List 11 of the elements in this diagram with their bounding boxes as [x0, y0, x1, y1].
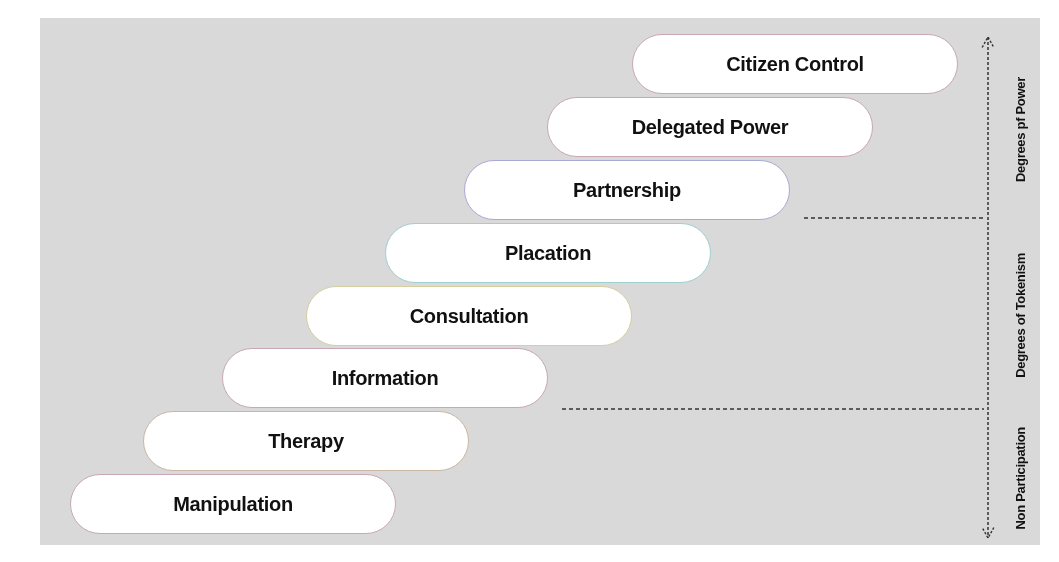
rung-label: Partnership — [573, 178, 681, 202]
rung-label: Delegated Power — [631, 115, 789, 139]
rung-label: Information — [331, 366, 439, 390]
rung-label: Therapy — [268, 429, 344, 453]
level-label: Degrees of Tokenism — [1012, 252, 1028, 378]
rung-label: Manipulation — [173, 492, 293, 516]
level-label: Degrees pf Power — [1012, 77, 1028, 183]
rung-label: Placation — [504, 241, 592, 265]
level-label: Non Participation — [1012, 426, 1028, 530]
rung-label: Citizen Control — [726, 52, 864, 76]
rung-label: Consultation — [409, 304, 529, 328]
